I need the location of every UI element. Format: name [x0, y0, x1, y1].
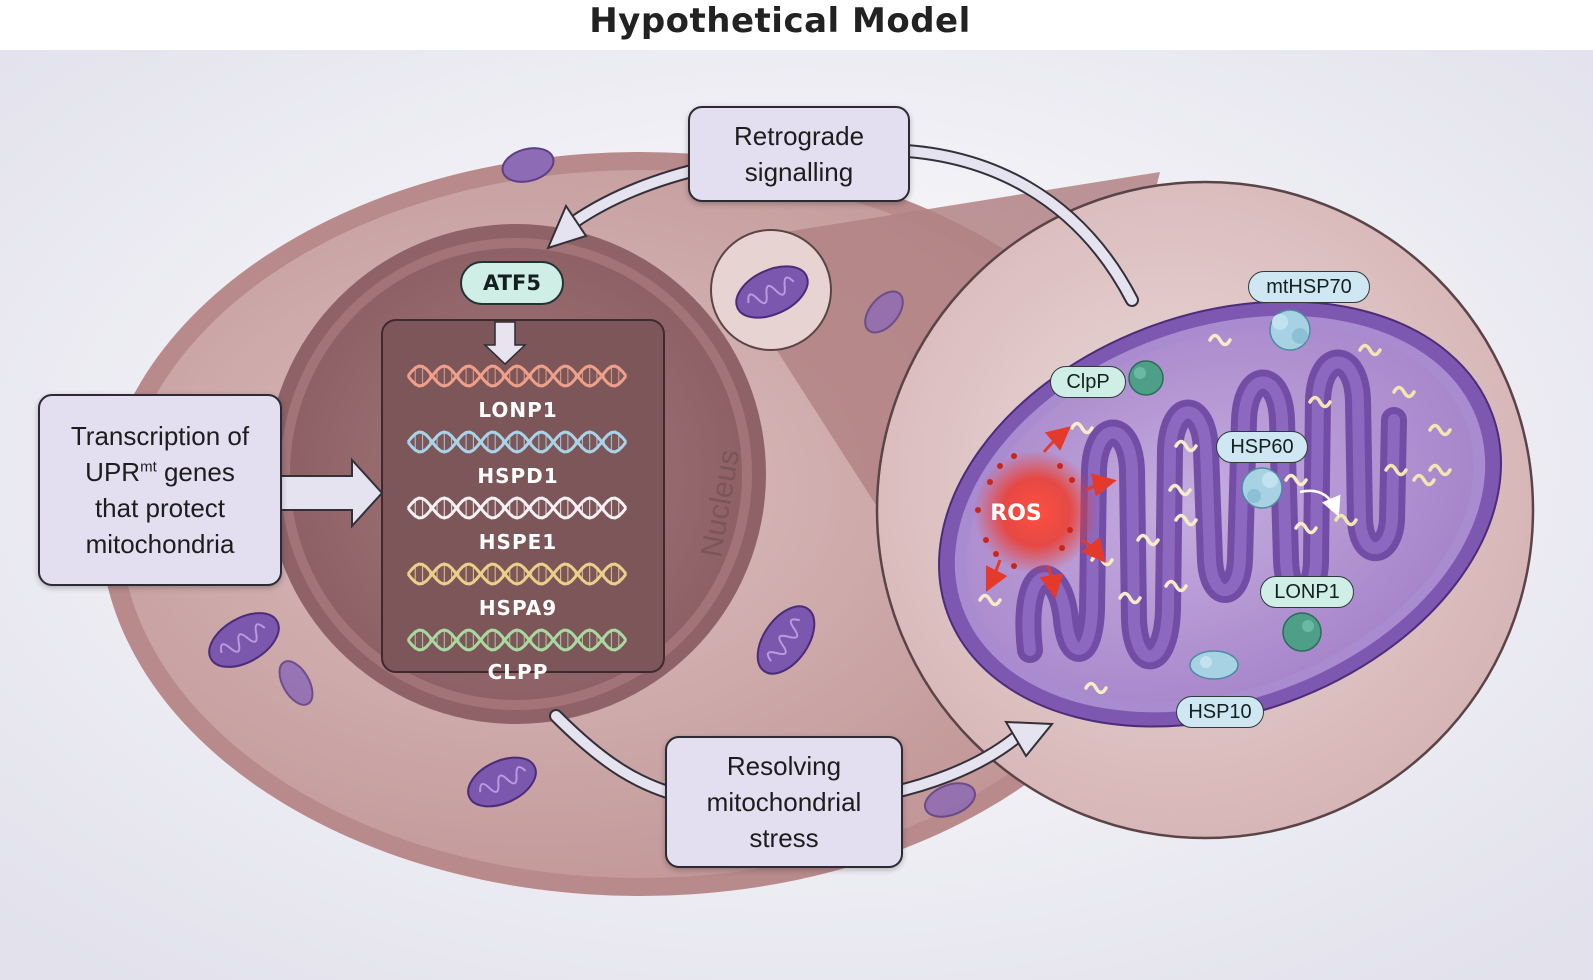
unfolded-peptide-icon — [978, 593, 1002, 607]
mitochondrion-icon — [208, 612, 280, 668]
label-clpp: ClpP — [1050, 366, 1126, 398]
protein-complex-icon — [1241, 467, 1283, 509]
page-title: Hypothetical Model — [589, 1, 971, 41]
callout-line: that protect — [94, 493, 226, 523]
ros-particle — [1059, 545, 1065, 551]
unfolded-peptide-icon — [1070, 421, 1094, 435]
ros-particle — [1011, 453, 1017, 459]
unfolded-peptide-icon — [1136, 533, 1160, 547]
ros-particle — [993, 551, 999, 557]
unfolded-peptide-icon — [1284, 473, 1308, 487]
mitochondrion-icon — [278, 660, 314, 706]
ros-particle — [975, 507, 981, 513]
label-hsp10: HSP10 — [1176, 696, 1264, 728]
mitochondrion-icon — [501, 147, 555, 183]
resolving-stress-callout: Resolving mitochondrial stress — [665, 736, 903, 868]
unfolded-peptide-icon — [1174, 439, 1198, 453]
gene-label-hspd1: HSPD1 — [477, 464, 559, 488]
callout-line: mitochondrial — [706, 787, 862, 817]
label-lonp1: LONP1 — [1260, 576, 1354, 608]
ros-particle — [1069, 477, 1075, 483]
atf5-arrow — [483, 321, 527, 366]
dna-helix-icon — [406, 628, 628, 652]
ros-burst — [974, 426, 1117, 599]
unfolded-peptide-icon — [1118, 591, 1142, 605]
ros-arrows — [985, 426, 1117, 599]
transcription-arrow — [279, 457, 384, 529]
dna-helix-icon — [406, 364, 628, 388]
callout-line: Resolving — [726, 751, 842, 781]
retrograde-signalling-callout: Retrograde signalling — [688, 106, 910, 202]
unfolded-peptide-icon — [1294, 521, 1318, 535]
upr-superscript: mt — [140, 458, 157, 476]
callout-line: Transcription of — [70, 421, 250, 451]
dna-helices — [406, 364, 628, 652]
transcription-callout: Transcription of UPRmt genes that protec… — [38, 394, 282, 586]
unfolded-peptide-icon — [1384, 463, 1408, 477]
gene-label-lonp1: LONP1 — [478, 398, 558, 422]
ros-particle — [987, 479, 993, 485]
unfolded-peptide-icon — [1308, 395, 1332, 409]
cytoplasm-mitochondria — [208, 147, 976, 818]
gene-label-hspe1: HSPE1 — [478, 530, 558, 554]
unfolded-peptide-icon — [1164, 579, 1188, 593]
unfolded-peptide-icon — [1168, 483, 1192, 497]
unfolded-peptide-icon — [1084, 681, 1108, 695]
gene-label-hspa9: HSPA9 — [478, 596, 558, 620]
ros-particle — [1067, 527, 1073, 533]
label-hsp60: HSP60 — [1216, 431, 1308, 463]
callout-line-upr: UPRmt genes — [85, 454, 235, 490]
genes-text: genes — [156, 457, 235, 487]
ros-particle — [1057, 463, 1063, 469]
protein-complex-icon — [1269, 309, 1311, 351]
dna-helix-icon — [406, 496, 628, 520]
mitochondrion-icon — [864, 290, 904, 334]
mitochondrion-icon — [756, 605, 816, 675]
upr-text: UPR — [85, 457, 141, 487]
unfolded-peptide-icon — [1174, 513, 1198, 527]
ros-label: ROS — [990, 501, 1042, 526]
callout-line: Retrograde — [733, 121, 865, 151]
unfolded-peptide-icon — [1428, 463, 1452, 477]
protein-complex-icon — [1189, 650, 1239, 680]
label-mthsp70: mtHSP70 — [1248, 271, 1370, 303]
callout-line: mitochondria — [85, 529, 235, 559]
dna-helix-icon — [406, 430, 628, 454]
protein-complex-icon — [1128, 360, 1164, 396]
unfolded-peptide-icon — [1412, 473, 1436, 487]
callout-line: stress — [749, 823, 819, 853]
unfolded-peptide-icon — [1208, 333, 1232, 347]
ros-particles — [975, 453, 1075, 569]
protein-complexes — [1128, 309, 1322, 680]
unfolded-peptide-icon — [1392, 385, 1416, 399]
callout-line: signalling — [744, 157, 854, 187]
mitochondrion-icon — [467, 756, 537, 808]
protein-complex-icon — [1282, 612, 1322, 652]
atf5-badge: ATF5 — [460, 261, 564, 305]
mitochondrion-icon — [924, 782, 976, 818]
gene-label-clpp: CLPP — [487, 660, 549, 684]
unfolded-peptide-icon — [1428, 423, 1452, 437]
highlighted-mitochondrion — [710, 229, 832, 351]
ros-particle — [1011, 563, 1017, 569]
dna-helix-icon — [406, 562, 628, 586]
ros-particle — [983, 537, 989, 543]
unfolded-peptide-icon — [1358, 343, 1382, 357]
ros-particle — [997, 463, 1003, 469]
folding-arrow — [1299, 489, 1341, 517]
